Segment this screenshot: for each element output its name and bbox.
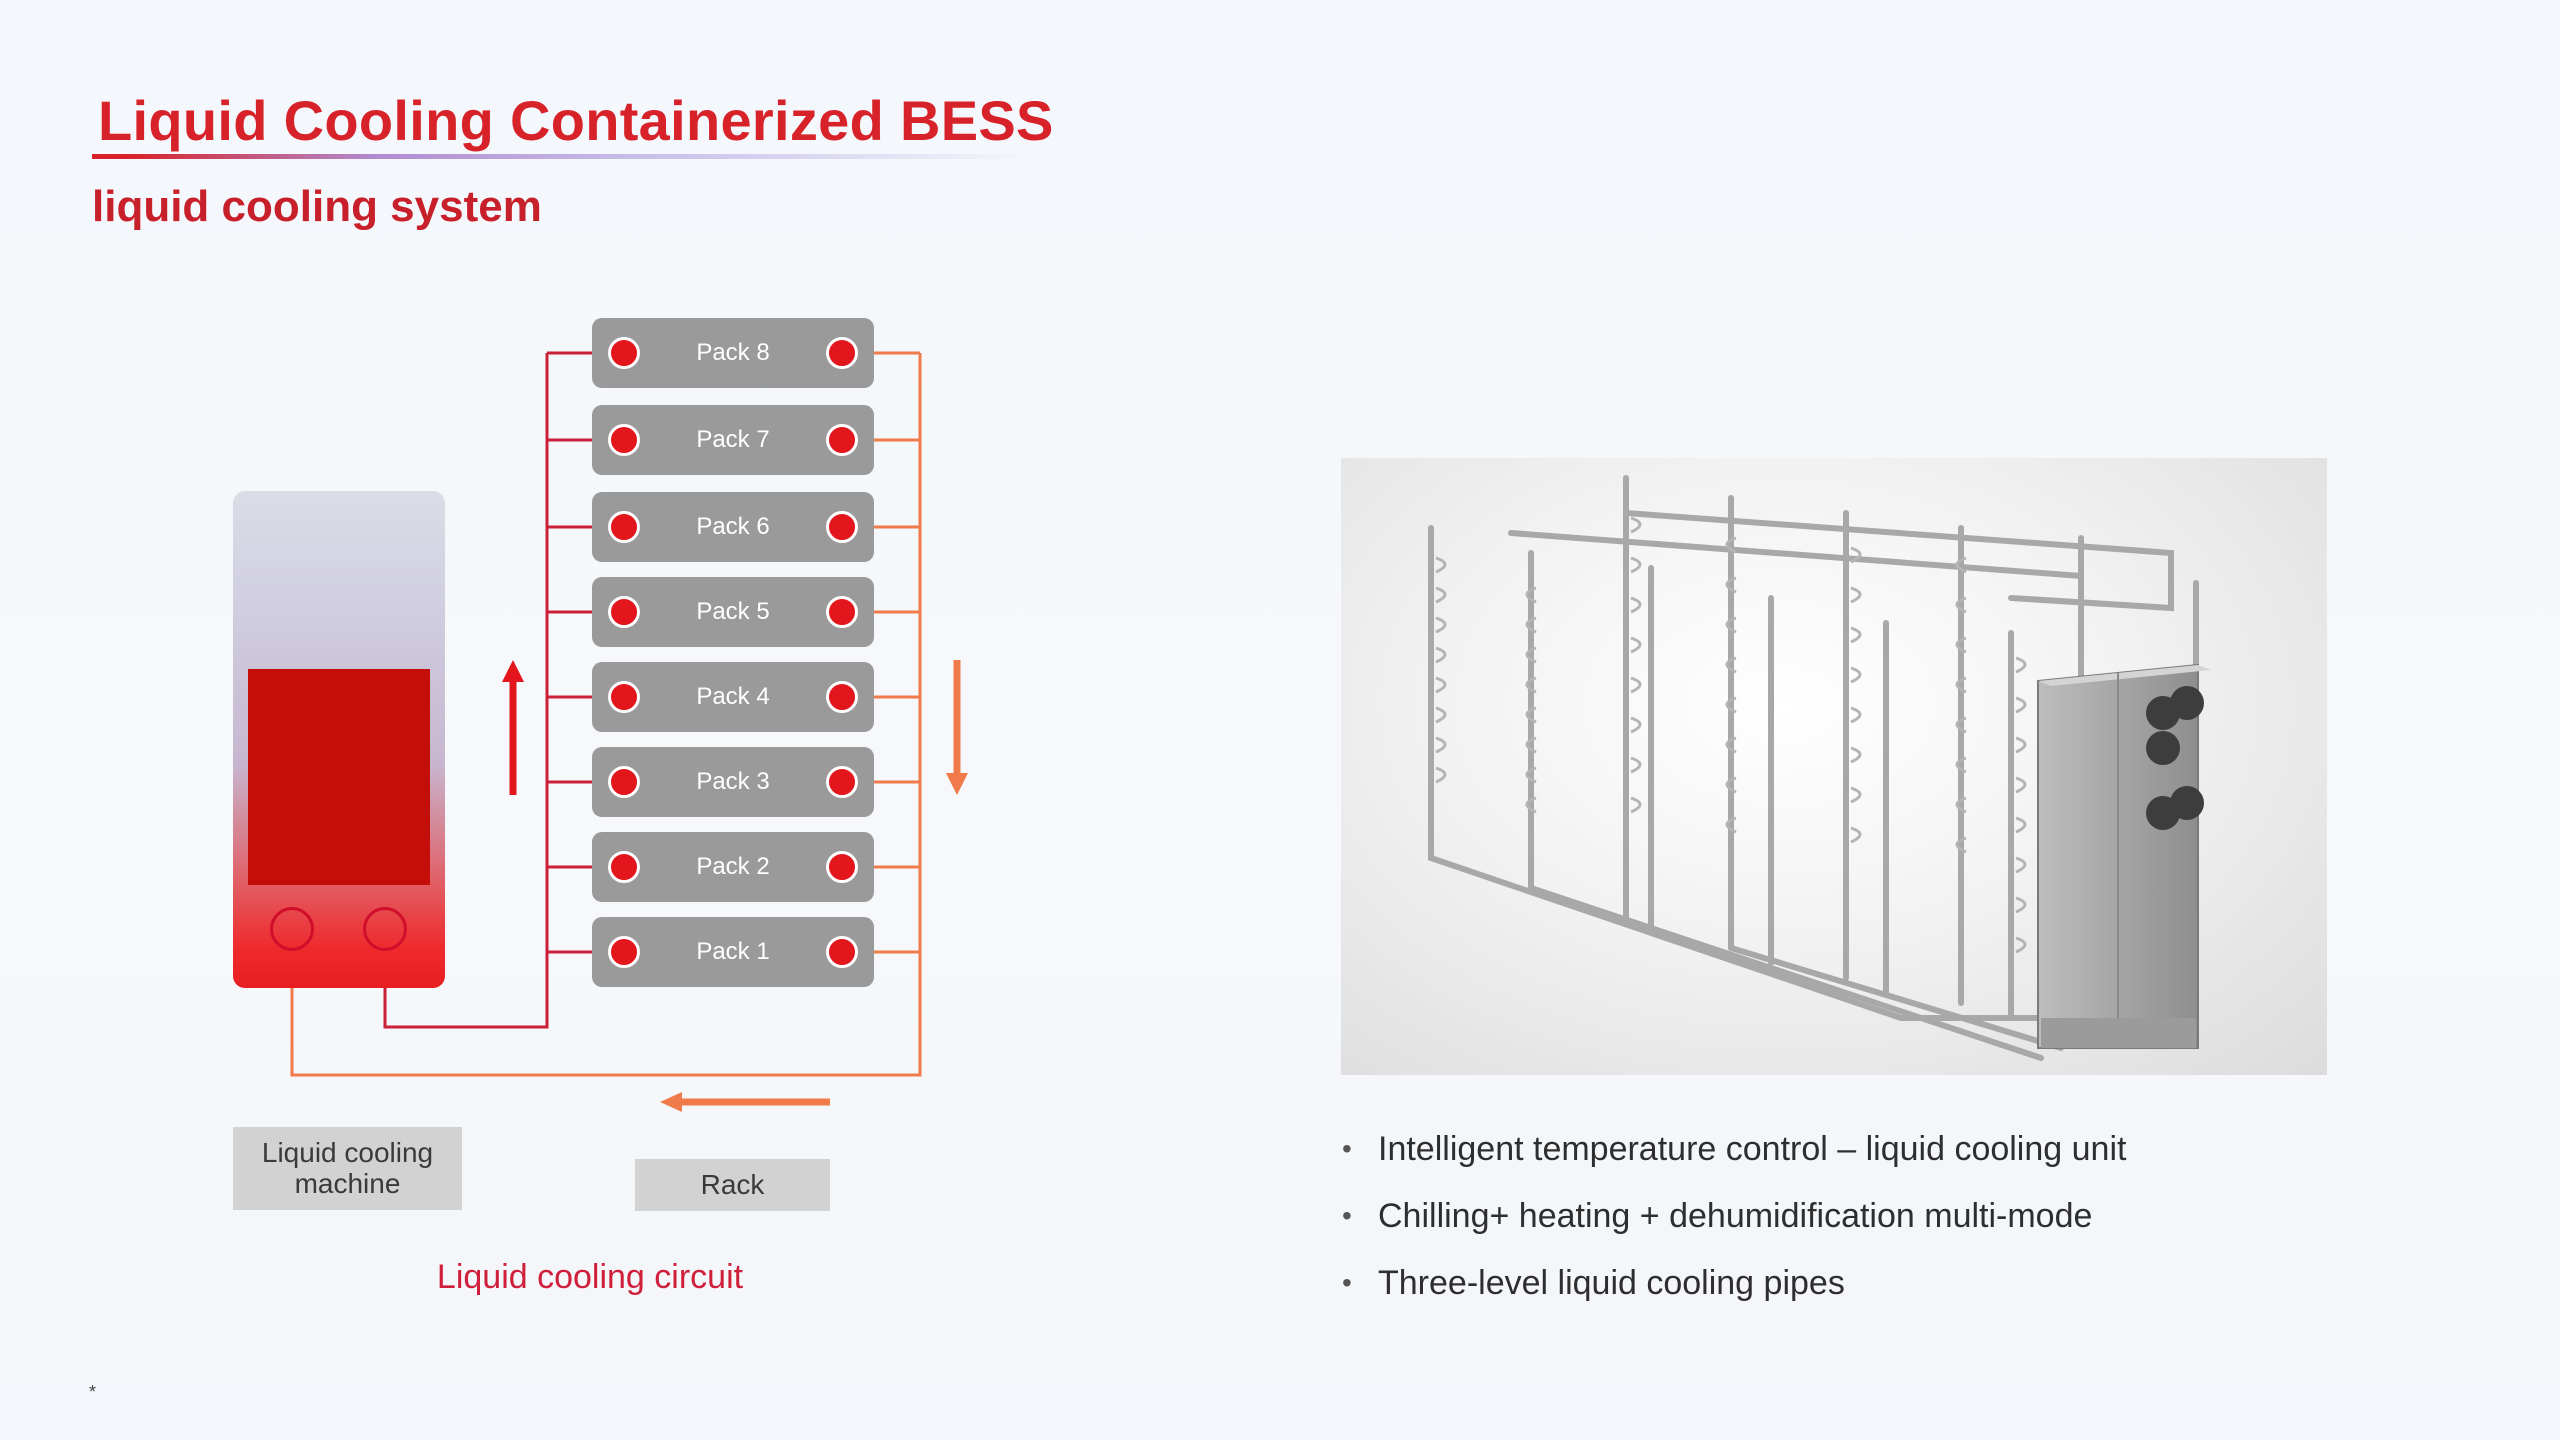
cooler-core xyxy=(248,669,430,885)
bullet-icon: • xyxy=(1342,1133,1352,1164)
pack-module: Pack 7 xyxy=(592,405,874,475)
inlet-port xyxy=(608,766,640,798)
outlet-port xyxy=(826,424,858,456)
list-item: •Intelligent temperature control – liqui… xyxy=(1338,1118,2126,1185)
pack-module: Pack 8 xyxy=(592,318,874,388)
cooling-unit xyxy=(2037,663,2211,1049)
machine-label: Liquid cooling machine xyxy=(233,1127,462,1210)
arrow-up-icon xyxy=(502,660,524,795)
pack-module: Pack 3 xyxy=(592,747,874,817)
inlet-port xyxy=(608,936,640,968)
machine-label-line2: machine xyxy=(294,1167,401,1199)
outlet-port xyxy=(826,596,858,628)
pack-module: Pack 5 xyxy=(592,577,874,647)
list-item: •Three-level liquid cooling pipes xyxy=(1338,1252,2126,1319)
inlet-port xyxy=(608,424,640,456)
slide-title: Liquid Cooling Containerized BESS xyxy=(98,89,1054,152)
inlet-port xyxy=(608,511,640,543)
pack-label: Pack 2 xyxy=(696,853,770,880)
pack-module: Pack 4 xyxy=(592,662,874,732)
outlet-port xyxy=(826,511,858,543)
liquid-cooling-machine xyxy=(233,491,445,988)
pack-module: Pack 1 xyxy=(592,917,874,987)
pack-label: Pack 1 xyxy=(696,938,770,965)
slide-subtitle: liquid cooling system xyxy=(92,182,542,231)
pack-module: Pack 2 xyxy=(592,832,874,902)
outlet-port xyxy=(826,681,858,713)
title-underline xyxy=(92,154,1032,159)
outlet-port xyxy=(826,766,858,798)
cooler-supply-port xyxy=(363,907,407,951)
feature-list: •Intelligent temperature control – liqui… xyxy=(1338,1118,2126,1319)
circuit-caption: Liquid cooling circuit xyxy=(436,1258,744,1296)
outlet-port xyxy=(826,936,858,968)
machine-label-line1: Liquid cooling xyxy=(261,1136,434,1168)
list-item: •Chilling+ heating + dehumidification mu… xyxy=(1338,1185,2126,1252)
arrow-down-icon xyxy=(946,660,968,795)
inlet-port xyxy=(608,681,640,713)
footnote: * xyxy=(89,1382,97,1402)
bullet-icon: • xyxy=(1342,1200,1352,1231)
inlet-port xyxy=(608,596,640,628)
arrow-left-icon xyxy=(660,1092,830,1112)
inlet-port xyxy=(608,851,640,883)
pack-label: Pack 5 xyxy=(696,598,770,625)
pipe-rendering xyxy=(1428,475,2211,1061)
pack-label: Pack 8 xyxy=(696,339,770,366)
outlet-port xyxy=(826,337,858,369)
cooler-return-port xyxy=(270,907,314,951)
bullet-icon: • xyxy=(1342,1267,1352,1298)
pack-module: Pack 6 xyxy=(592,492,874,562)
rack-label: Rack xyxy=(635,1159,830,1211)
pack-label: Pack 6 xyxy=(696,513,770,540)
outlet-port xyxy=(826,851,858,883)
liquid-cooling-pipes-image xyxy=(1341,458,2327,1075)
inlet-port xyxy=(608,337,640,369)
pack-label: Pack 3 xyxy=(696,768,770,795)
pack-label: Pack 4 xyxy=(696,683,770,710)
pack-label: Pack 7 xyxy=(696,426,770,453)
